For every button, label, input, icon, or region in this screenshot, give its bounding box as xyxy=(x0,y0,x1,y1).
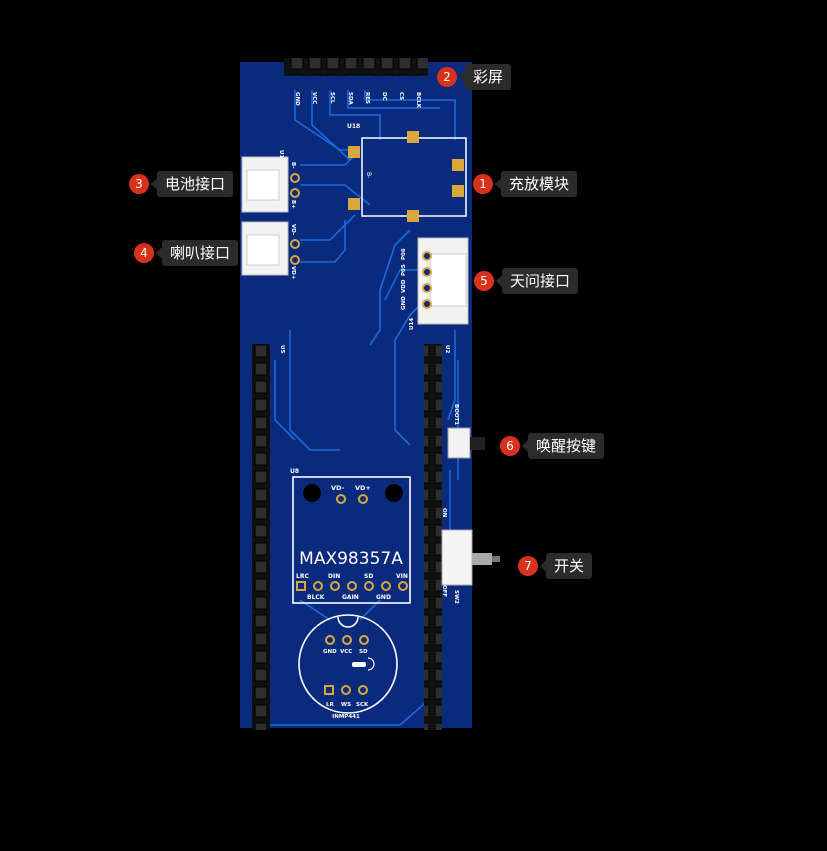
amp-pins xyxy=(296,581,408,591)
mic-top-pin-labels: GND VCC SD xyxy=(323,649,368,655)
boot-label: BOOT1 xyxy=(453,404,459,425)
amp-title: MAX98357A xyxy=(299,549,403,569)
callout-label: 喇叭接口 xyxy=(155,240,239,266)
callout-number: 1 xyxy=(473,174,493,194)
right-pin-header xyxy=(424,344,442,730)
amp-pin-label: LRC xyxy=(296,573,309,580)
left-pin-header xyxy=(252,344,270,730)
callout-number: 3 xyxy=(129,174,149,194)
mic-pin-label: SCK xyxy=(356,702,369,708)
switch-on-label: ON xyxy=(441,508,447,518)
tianwen-pin-label: VDD xyxy=(401,279,407,293)
callout-speaker-port: 4 喇叭接口 xyxy=(134,240,239,266)
tianwen-pin-label: GND xyxy=(401,296,407,310)
top-pin-label: SDA xyxy=(347,92,353,106)
mic-module xyxy=(298,614,398,714)
amp-pin-label: VIN xyxy=(396,573,408,580)
amp-pin-label: BLCK xyxy=(307,594,325,601)
callout-label: 充放模块 xyxy=(494,171,578,197)
amp-vdm-label: VD- xyxy=(331,484,345,492)
amp-bottom-pin-labels: BLCK GAIN GND xyxy=(307,594,391,601)
top-pin-label: SCL xyxy=(329,92,335,104)
battery-pin-label: B- xyxy=(290,162,296,168)
callout-label: 天问接口 xyxy=(495,268,579,294)
callout-number: 7 xyxy=(518,556,538,576)
callout-number: 6 xyxy=(500,436,520,456)
callout-label: 唤醒按键 xyxy=(521,433,605,459)
amp-module xyxy=(292,476,411,604)
u18-label: U18 xyxy=(347,123,360,130)
amp-pin-label: DIN xyxy=(328,573,340,580)
tianwen-pin-label: P05 xyxy=(401,264,407,276)
battery-pin-label: B+ xyxy=(290,200,296,209)
top-pin-label: DC xyxy=(381,92,387,101)
callout-label: 电池接口 xyxy=(150,171,234,197)
top-pin-label: RES xyxy=(364,92,370,104)
sw2-label: SW2 xyxy=(453,590,459,604)
u5-label: U5 xyxy=(279,345,285,353)
top-header-labels: GND VCC SCL SDA RES DC CS BCLK xyxy=(294,92,421,109)
top-pin-label: BCLK xyxy=(415,92,421,109)
mic-name: INMP441 xyxy=(332,714,360,720)
mic-pin-label: VCC xyxy=(340,649,352,655)
top-pin-label: GND xyxy=(294,92,300,106)
mic-bottom-pin-labels: LR WS SCK xyxy=(326,702,369,708)
tianwen-labels: P06 P05 VDD GND U14 xyxy=(401,248,415,330)
callout-number: 2 xyxy=(437,67,457,87)
mic-pin-label: GND xyxy=(323,649,337,655)
top-pin-label: VCC xyxy=(311,92,317,104)
charge-minus-label: B- xyxy=(365,172,372,178)
amp-vdp-label: VD+ xyxy=(355,484,371,492)
switch-off-label: OFF xyxy=(441,585,447,597)
callout-number: 4 xyxy=(134,243,154,263)
callout-number: 5 xyxy=(474,271,494,291)
speaker-pin-label: VD- xyxy=(290,224,296,235)
mic-pin-label: SD xyxy=(359,649,368,655)
callout-charge-module: 1 充放模块 xyxy=(473,171,578,197)
tianwen-pin-label: P06 xyxy=(401,248,407,260)
callout-color-screen: 2 彩屏 xyxy=(437,64,512,90)
u8-label: U8 xyxy=(290,468,299,475)
charge-module-pads xyxy=(348,131,464,222)
callout-label: 开关 xyxy=(539,553,593,579)
callout-label: 彩屏 xyxy=(458,64,512,90)
callout-battery-port: 3 电池接口 xyxy=(129,171,234,197)
amp-pin-label: GAIN xyxy=(342,594,359,601)
mic-pin-label: WS xyxy=(341,702,351,708)
callout-wake-button: 6 唤醒按键 xyxy=(500,433,605,459)
u1-label: U1 xyxy=(278,150,284,158)
mic-pin-label: LR xyxy=(326,702,335,708)
slide-switch xyxy=(441,529,473,586)
top-pin-header xyxy=(284,58,428,76)
callout-switch: 7 开关 xyxy=(518,553,593,579)
callout-tianwen-port: 5 天问接口 xyxy=(474,268,579,294)
amp-pin-label: GND xyxy=(376,594,391,601)
u2-label: U2 xyxy=(444,345,450,353)
top-pin-label: CS xyxy=(398,92,404,100)
u14-label: U14 xyxy=(409,318,415,330)
speaker-pin-label: VD+ xyxy=(290,266,296,280)
amp-top-pin-labels: LRC DIN SD VIN xyxy=(296,573,408,580)
boot-button xyxy=(447,427,471,459)
amp-pin-label: SD xyxy=(364,573,373,580)
